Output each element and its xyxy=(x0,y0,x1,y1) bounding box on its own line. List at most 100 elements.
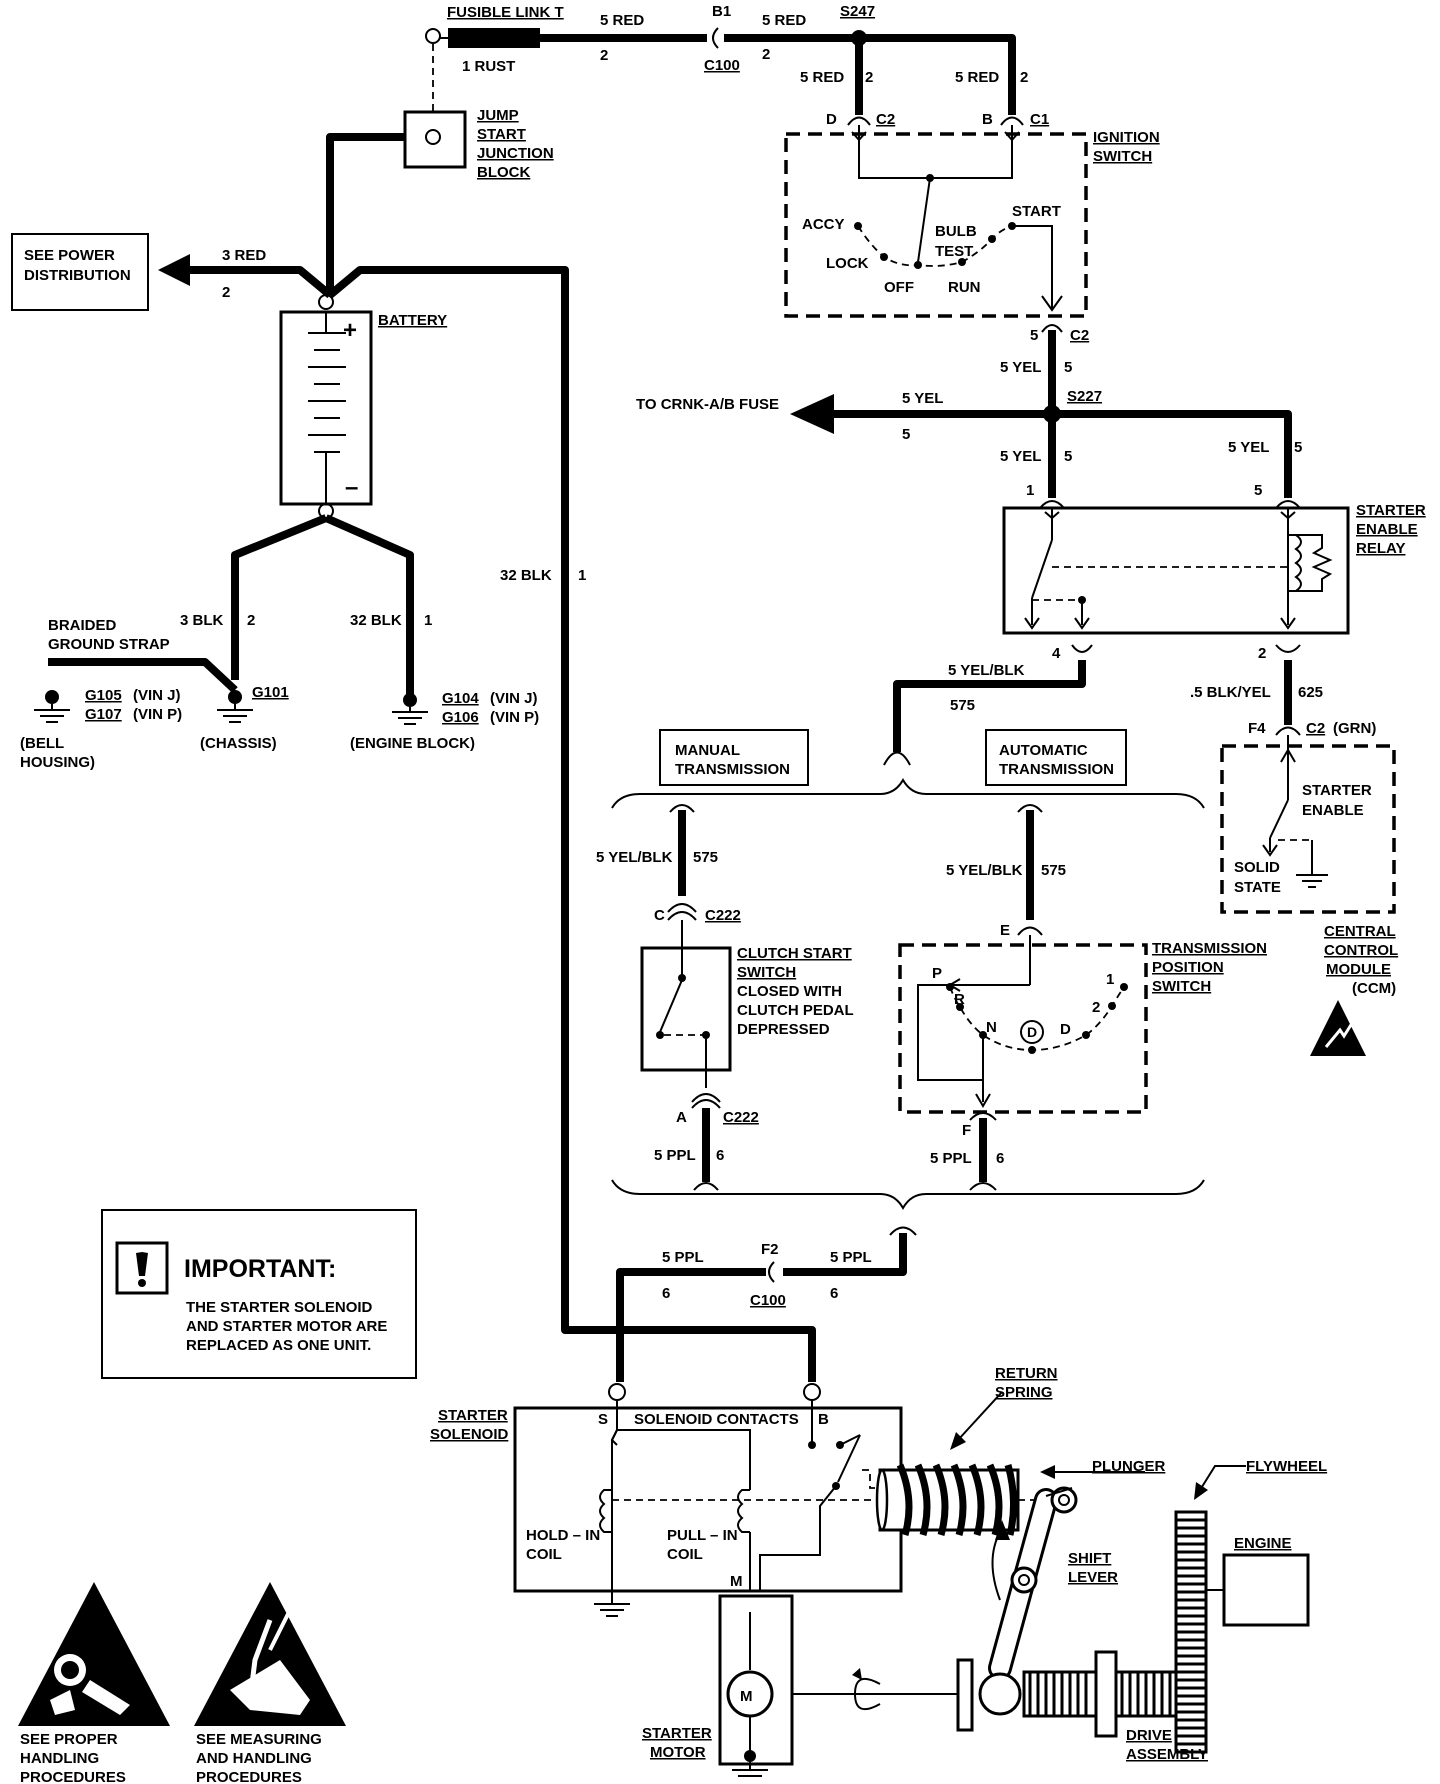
ccm-title: (CCM) xyxy=(1352,980,1396,997)
pin-label: 4 xyxy=(1052,645,1061,662)
ccm-title: CENTRAL xyxy=(1324,923,1396,940)
ground-location: (BELL xyxy=(20,735,64,752)
ccm-label: STARTER xyxy=(1302,782,1372,799)
ccm-label: STATE xyxy=(1234,879,1281,896)
wire-number: 6 xyxy=(662,1285,670,1302)
tps-label: TRANSMISSION xyxy=(1152,940,1267,957)
plunger-and-spring xyxy=(875,1391,1145,1536)
solenoid-feed-wire xyxy=(616,1226,917,1382)
wire-number: 6 xyxy=(996,1150,1004,1167)
terminal-label: S xyxy=(598,1411,608,1428)
shift-lever xyxy=(988,1486,1078,1680)
connector-label: C222 xyxy=(723,1109,759,1126)
gear-position: P xyxy=(932,965,942,982)
battery-label: BATTERY xyxy=(378,312,447,329)
jump-start-junction-block xyxy=(326,110,467,295)
wire-label: 32 BLK xyxy=(350,612,402,629)
wire-number: 1 xyxy=(424,612,432,629)
ignition-switch-label: SWITCH xyxy=(1093,148,1152,165)
pin-label: E xyxy=(1000,922,1010,939)
wire-label: 5 YEL/BLK xyxy=(596,849,673,866)
wire-label: 5 PPL xyxy=(830,1249,872,1266)
important-note xyxy=(101,1209,417,1379)
jump-start-label: JUNCTION xyxy=(477,145,554,162)
important-title: IMPORTANT: xyxy=(184,1255,336,1283)
coil-label: COIL xyxy=(526,1546,562,1563)
wire-number: 6 xyxy=(830,1285,838,1302)
braided-strap-label: GROUND STRAP xyxy=(48,636,170,653)
ccm-title: CONTROL xyxy=(1324,942,1398,959)
switch-position: OFF xyxy=(884,279,914,296)
drive-assembly-label: DRIVE xyxy=(1126,1727,1172,1744)
measuring-label: AND HANDLING xyxy=(196,1750,312,1767)
pin-label: 2 xyxy=(1258,645,1266,662)
ground-location: (CHASSIS) xyxy=(200,735,277,752)
wire-number: 575 xyxy=(950,697,975,714)
handling-label: HANDLING xyxy=(20,1750,99,1767)
return-spring-label: SPRING xyxy=(995,1384,1053,1401)
handling-warning-icon xyxy=(18,1582,170,1726)
measuring-warning-icon xyxy=(194,1582,346,1726)
connector-label: (GRN) xyxy=(1333,720,1376,737)
wire-label: 5 PPL xyxy=(654,1147,696,1164)
central-control-module xyxy=(1220,735,1396,914)
coil-label: HOLD – IN xyxy=(526,1527,600,1544)
ground-cables xyxy=(48,514,414,700)
wire-label: 5 YEL/BLK xyxy=(948,662,1025,679)
handling-label: PROCEDURES xyxy=(20,1769,126,1784)
clutch-switch-label: CLOSED WITH xyxy=(737,983,842,1000)
switch-position: BULB xyxy=(935,223,977,240)
important-text: REPLACED AS ONE UNIT. xyxy=(186,1337,371,1354)
wire-label: 3 BLK xyxy=(180,612,224,629)
starter-motor-and-drive xyxy=(718,1594,1178,1777)
clutch-switch-label: CLUTCH START xyxy=(737,945,852,962)
starter-solenoid-label: SOLENOID xyxy=(430,1426,509,1443)
ccm-title: MODULE xyxy=(1326,961,1391,978)
wire-label: 5 YEL/BLK xyxy=(946,862,1023,879)
pin-label: B xyxy=(982,111,993,128)
drive-assembly-label: ASSEMBLY xyxy=(1126,1746,1208,1763)
shift-lever-label: LEVER xyxy=(1068,1569,1118,1586)
clutch-switch-label: SWITCH xyxy=(737,964,796,981)
fusible-link-label: FUSIBLE LINK T xyxy=(447,4,564,21)
starter-solenoid-label: STARTER xyxy=(438,1407,508,1424)
wire-number: 5 xyxy=(902,426,910,443)
splice-label: S247 xyxy=(840,3,875,20)
switch-position: ACCY xyxy=(802,216,845,233)
flywheel-and-engine xyxy=(1174,1465,1310,1754)
plunger-label: PLUNGER xyxy=(1092,1458,1166,1475)
wire-number: 5 xyxy=(1294,439,1302,456)
see-power-label: DISTRIBUTION xyxy=(24,267,131,284)
wire-number: 625 xyxy=(1298,684,1323,701)
wire-number: 5 xyxy=(1064,448,1072,465)
switch-position: TEST xyxy=(935,243,973,260)
ground-label: (VIN J) xyxy=(133,687,181,704)
coil-label: PULL – IN xyxy=(667,1527,738,1544)
return-spring-label: RETURN xyxy=(995,1365,1058,1382)
wire-number: 2 xyxy=(762,46,770,63)
wire-label: 5 RED xyxy=(800,69,844,86)
ignition-switch xyxy=(784,125,1088,318)
shift-lever-label: SHIFT xyxy=(1068,1550,1111,1567)
coil-label: COIL xyxy=(667,1546,703,1563)
handling-label: SEE PROPER xyxy=(20,1731,118,1748)
ground-label: G107 xyxy=(85,706,122,723)
ground-label: G104 xyxy=(442,690,479,707)
to-crnk-fuse-label: TO CRNK-A/B FUSE xyxy=(636,396,779,413)
starter-motor-label: MOTOR xyxy=(650,1744,706,1761)
starter-enable-relay xyxy=(1002,506,1350,635)
wire-number: 2 xyxy=(222,284,230,301)
splice-label: S227 xyxy=(1067,388,1102,405)
splice-s247 xyxy=(847,30,1024,126)
see-power-label: SEE POWER xyxy=(24,247,115,264)
wire-label: 5 YEL xyxy=(1000,448,1041,465)
pin-label: C xyxy=(654,907,665,924)
pin-label: A xyxy=(676,1109,687,1126)
pin-label: F xyxy=(962,1122,971,1139)
ground-label: (VIN P) xyxy=(133,706,182,723)
wire-label: 1 RUST xyxy=(462,58,515,75)
wire-number: 2 xyxy=(247,612,255,629)
transmission-option-boxes xyxy=(659,729,1127,786)
wire-label: .5 BLK/YEL xyxy=(1190,684,1271,701)
